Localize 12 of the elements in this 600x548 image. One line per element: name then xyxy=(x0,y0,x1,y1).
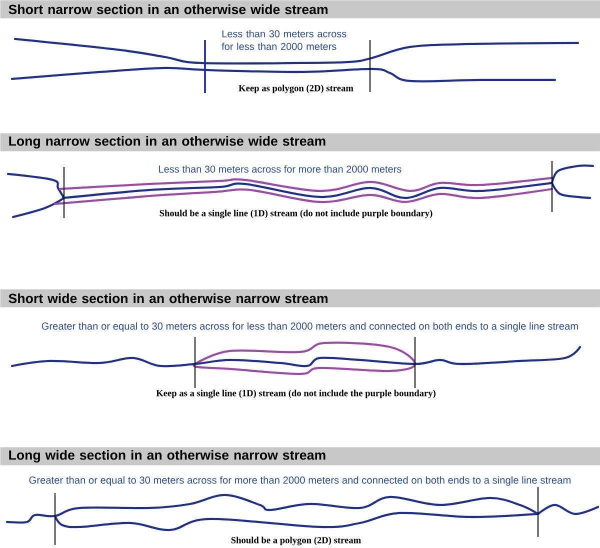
measurement-note: Greater than or equal to 30 meters across for less than 2000 meters and connected on both ends to a single line stream xyxy=(42,322,578,332)
header-band: Long wide section in an otherwise narrow stream xyxy=(0,447,600,466)
measurement-note: Less than 30 meters across for more than 2000 meters xyxy=(159,165,402,173)
instruction-text: Keep as polygon (2D) stream xyxy=(238,84,354,94)
instruction-text: Keep as a single line (1D) stream (do not include the purple boundary) xyxy=(156,390,436,398)
header-band: Long narrow section in an otherwise wide stream xyxy=(0,133,600,152)
instruction-text: Should be a single line (1D) stream (do not include purple boundary) xyxy=(160,210,432,218)
header-band: Short narrow section in an otherwise wide stream xyxy=(0,0,600,18)
measurement-note: Greater than or equal to 30 meters across for more than 2000 meters and connected on both ends to a single line stream xyxy=(29,476,570,486)
instruction-text: Should be a polygon (2D) stream xyxy=(231,536,361,546)
measurement-note: Less than 30 meters across for less than 2000 meters xyxy=(222,30,346,50)
header-band: Short wide section in an otherwise narrow stream xyxy=(0,289,600,308)
